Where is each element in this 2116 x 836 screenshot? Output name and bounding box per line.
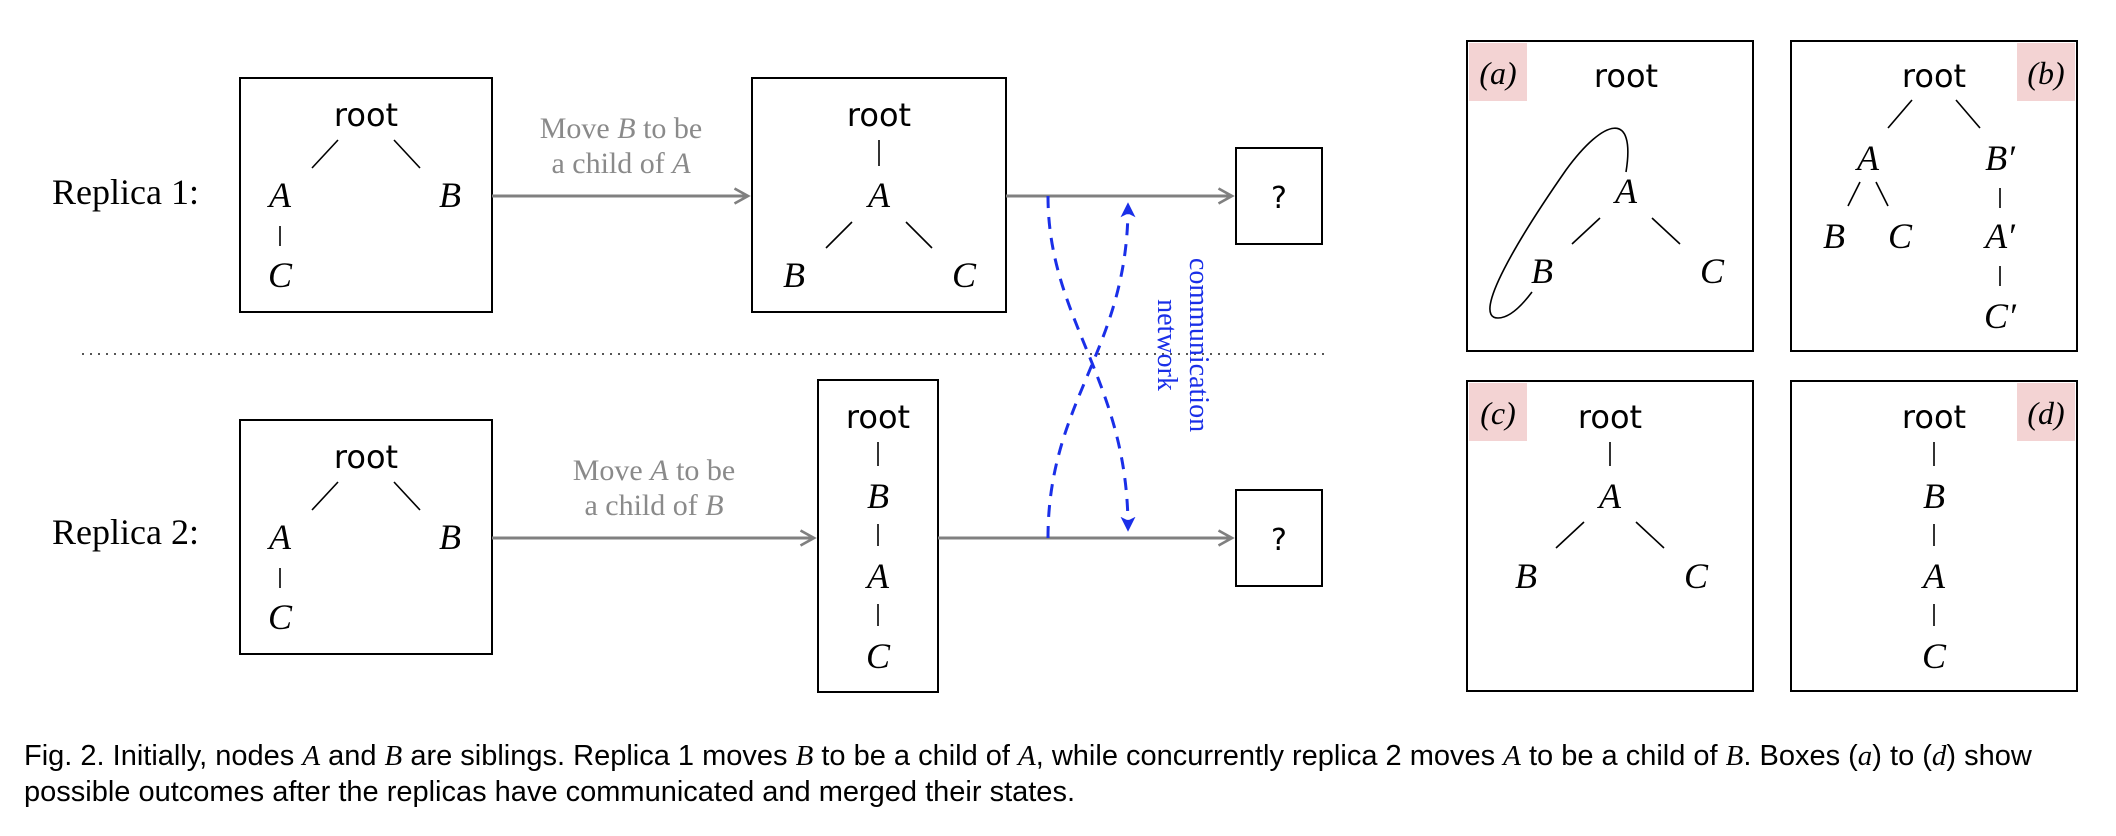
replica-2-operation-line-2: a child of B (584, 489, 723, 522)
tree-box (239, 77, 493, 313)
replica-2-operation-line-1: Move A to be (573, 454, 735, 487)
tree-node-c: C (1888, 216, 1913, 256)
tree-node-c: C (1700, 251, 1725, 291)
tree-edge (311, 139, 339, 169)
tree-node-b: B (1923, 476, 1945, 516)
tree-node-a: A (866, 175, 891, 215)
network-arrow-to-replica-1 (1046, 202, 1136, 539)
network-communication: network communication (1046, 195, 1214, 539)
tree-node-b: B (1823, 216, 1845, 256)
replica-1-result-box (1235, 147, 1323, 245)
outcome-label-bg (1469, 383, 1527, 441)
replica-1-initial-tree: root A B C (239, 77, 493, 313)
replica-1-local-tree: root A B C (751, 77, 1007, 313)
outcome-label-bg (2017, 383, 2075, 441)
tree-node-c: C (866, 636, 891, 676)
tree-edge (1651, 217, 1681, 245)
replica-1-operation-line-2: a child of A (551, 147, 691, 180)
figure-diagram: Replica 1: Replica 2: root A B C Move B … (52, 40, 2078, 693)
outcome-label: (b) (2027, 55, 2064, 91)
tree-edge (1887, 99, 1913, 129)
replica-2-local-tree: root B A C (817, 379, 939, 693)
tree-node-root: root (1578, 398, 1642, 436)
tree-node-c: C (1684, 556, 1709, 596)
tree-edge (1875, 181, 1889, 207)
tree-node-a: A (1597, 476, 1622, 516)
tree-node-root: root (1594, 57, 1658, 95)
tree-edge (1847, 181, 1861, 207)
outcome-c: (c) root A B C (1466, 380, 1754, 692)
tree-edge (905, 221, 933, 249)
replica-1-label: Replica 1: (52, 172, 199, 212)
tree-node-root: root (334, 96, 398, 134)
tree-node-b: B (1531, 251, 1553, 291)
tree-node-root: root (334, 438, 398, 476)
outcome-label-bg (2017, 43, 2075, 101)
tree-edge (825, 221, 853, 249)
tree-node-b: B (439, 517, 461, 557)
outcome-label: (c) (1480, 395, 1516, 431)
outcome-b: (b) root A B′ B C A′ C′ (1790, 40, 2078, 352)
tree-edge (1555, 521, 1585, 549)
tree-node-a: A (267, 175, 292, 215)
replica-2-result-box (1235, 489, 1323, 587)
tree-box (817, 379, 939, 693)
tree-edge (1635, 521, 1665, 549)
tree-edge (1571, 217, 1601, 245)
tree-node-root: root (847, 96, 911, 134)
tree-node-c: C (268, 597, 293, 637)
tree-node-b: B (439, 175, 461, 215)
tree-node-b: B (1515, 556, 1537, 596)
tree-node-a: A (865, 556, 890, 596)
outcome-a: (a) root A B C (1466, 40, 1754, 352)
tree-node-c-prime: C′ (1984, 296, 2017, 336)
tree-node-root: root (846, 398, 910, 436)
outcome-label: (d) (2027, 395, 2064, 431)
outcome-d: (d) root B A C (1790, 380, 2078, 692)
tree-node-c: C (952, 255, 977, 295)
replica-2-result-unknown: ? (1271, 523, 1287, 558)
tree-box (751, 77, 1007, 313)
tree-node-b-prime: B′ (1985, 138, 2016, 178)
tree-node-a: A (1855, 138, 1880, 178)
outcome-label-bg (1469, 43, 1527, 101)
tree-node-c: C (268, 255, 293, 295)
network-label-line-1: network (1151, 299, 1182, 391)
tree-node-b: B (783, 255, 805, 295)
replica-1-operation-line-1: Move B to be (540, 112, 702, 145)
tree-node-c: C (1922, 636, 1947, 676)
tree-node-b: B (867, 476, 889, 516)
tree-edge (393, 481, 421, 511)
tree-node-a: A (1921, 556, 1946, 596)
outcome-label: (a) (1479, 55, 1516, 91)
tree-node-a: A (1613, 171, 1638, 211)
tree-edge (393, 139, 421, 169)
tree-node-a-prime: A′ (1983, 216, 2016, 256)
replica-2-initial-tree: root A B C (239, 419, 493, 655)
network-arrow-to-replica-2 (1046, 195, 1136, 532)
network-label-line-2: communication (1183, 258, 1214, 432)
tree-node-root: root (1902, 57, 1966, 95)
tree-node-a: A (267, 517, 292, 557)
tree-node-root: root (1902, 398, 1966, 436)
replica-2-label: Replica 2: (52, 512, 199, 552)
replica-1-result-unknown: ? (1271, 181, 1287, 216)
cycle-edge (1489, 127, 1629, 319)
figure-caption: Fig. 2. Initially, nodes A and B are sib… (24, 740, 2032, 808)
tree-edge (1955, 99, 1981, 129)
tree-box (239, 419, 493, 655)
tree-edge (311, 481, 339, 511)
